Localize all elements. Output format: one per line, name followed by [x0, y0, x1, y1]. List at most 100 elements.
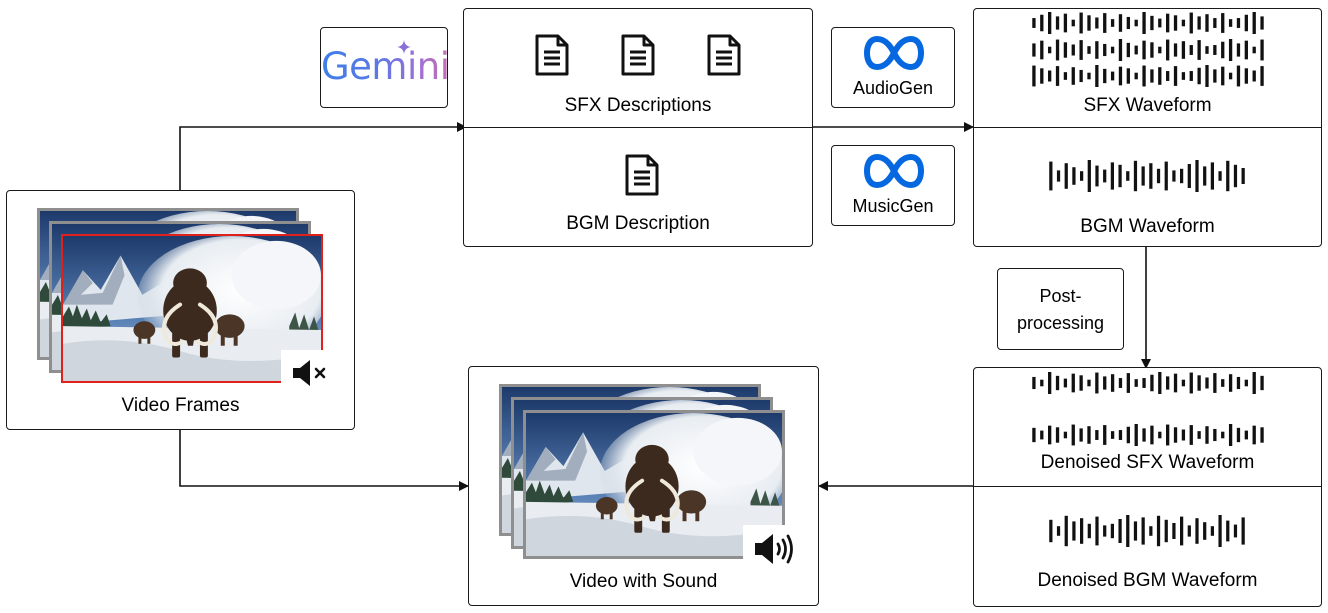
waveform-bar	[1173, 43, 1178, 57]
waveform-bar	[1221, 13, 1225, 33]
waveform-bar	[1205, 426, 1209, 444]
waveform-bar	[1236, 43, 1241, 57]
waveform-bar	[1233, 164, 1238, 188]
waveform-bar	[1103, 13, 1107, 33]
waveform-bar	[1110, 19, 1115, 27]
waveform-bar	[1134, 19, 1138, 27]
waveform-bar	[1205, 46, 1209, 54]
waveform-bar	[1213, 18, 1217, 28]
waveform-bar	[1055, 16, 1060, 30]
waveform-bar	[1071, 67, 1075, 85]
waveform-bar	[1195, 160, 1199, 192]
waveform-bar	[1156, 168, 1161, 184]
waveform-bar	[1118, 39, 1123, 61]
waveform-bar	[1079, 375, 1083, 391]
waveform-bar	[1166, 39, 1170, 61]
waveform-bar	[1072, 521, 1076, 541]
document-icon	[621, 34, 655, 76]
waveform-bar	[1110, 71, 1115, 81]
waveform-bar	[1221, 66, 1225, 86]
descriptions-box: SFX Descriptions BGM Description	[463, 8, 813, 247]
waveform-bar	[1103, 68, 1107, 84]
waveform-bar	[1150, 374, 1154, 392]
meta-logo-icon	[864, 154, 924, 188]
waveform-bar	[1103, 425, 1107, 445]
waveform-bar	[1150, 425, 1154, 445]
waveform-bar	[1049, 161, 1053, 191]
waveform-bar	[1055, 427, 1060, 443]
waveform-bar	[1095, 41, 1099, 59]
waveform-bar	[1221, 431, 1225, 439]
descriptions-divider	[463, 127, 813, 128]
waveform-bar	[1056, 170, 1061, 182]
waveform-bar	[1180, 516, 1184, 546]
waveform-bar	[1032, 18, 1036, 28]
waveform-bar	[1173, 427, 1178, 443]
waveform-bar	[1142, 40, 1146, 60]
waveform-bar	[1181, 429, 1186, 441]
waveform-bar	[1166, 13, 1170, 33]
waveform-bar	[1118, 430, 1123, 440]
waveform-bar	[1126, 426, 1130, 444]
waveform-bar	[1236, 427, 1241, 443]
waveform-bar	[1241, 168, 1245, 184]
waveform-bar	[1063, 431, 1068, 439]
waveform-bar	[1150, 15, 1154, 31]
waveform-bar	[1187, 525, 1191, 537]
waveform-icon	[1032, 39, 1264, 61]
waveform-bar	[1164, 519, 1168, 543]
video-frame-selected	[61, 234, 323, 383]
waveform-bar	[1103, 525, 1107, 537]
waveform-bar	[1150, 42, 1154, 58]
waveform-bar	[1172, 170, 1176, 182]
waveform-bar	[1228, 19, 1233, 27]
waveform-bar	[1055, 39, 1060, 61]
waveform-bar	[1032, 43, 1036, 57]
waveform-bar	[1236, 376, 1241, 390]
waveform-bar	[1213, 69, 1217, 83]
waveform-bar	[1048, 70, 1052, 82]
musicgen-model-box: MusicGen	[831, 145, 955, 226]
waveform-bar	[1244, 430, 1248, 440]
waveform-bar	[1252, 70, 1256, 82]
waveform-bar	[1087, 160, 1091, 192]
waveform-bar	[1252, 46, 1256, 54]
waveform-bar	[1241, 517, 1245, 545]
waveform-bar	[1080, 171, 1084, 181]
gemini-model-box: Gemini	[320, 27, 450, 108]
video-frames-label: Video Frames	[121, 395, 240, 416]
waveforms-box: SFX Waveform BGM Waveform	[973, 8, 1322, 247]
waveform-icon	[1049, 160, 1245, 192]
waveform-bar	[1056, 526, 1061, 536]
waveform-bar	[1221, 41, 1225, 59]
waveform-bar	[1040, 40, 1044, 60]
waveform-bar	[1233, 524, 1238, 538]
waveform-bar	[1158, 46, 1162, 54]
waveform-bar	[1103, 169, 1107, 183]
waveform-bar	[1040, 14, 1044, 32]
waveform-bar	[1173, 66, 1178, 86]
waveform-bar	[1189, 425, 1193, 445]
waveform-bar	[1173, 15, 1178, 31]
sfx-descriptions-label: SFX Descriptions	[564, 95, 712, 116]
waveform-bar	[1055, 375, 1060, 391]
muted-badge	[281, 350, 335, 394]
waveform-bar	[1244, 40, 1248, 60]
waveform-bar	[1079, 428, 1083, 442]
waveform-bar	[1048, 425, 1052, 445]
waveform-bar	[1055, 66, 1060, 86]
waveform-bar	[1126, 515, 1130, 547]
audiogen-model-box: AudioGen	[831, 27, 955, 108]
postprocessing-label-line1: Post-	[1039, 286, 1082, 306]
waveform-bar	[1087, 15, 1091, 31]
waveform-bar	[1118, 378, 1123, 388]
waveform-bar	[1260, 427, 1264, 443]
waveform-bar	[1049, 519, 1053, 543]
waveform-bar	[1180, 168, 1184, 184]
audiogen-label: AudioGen	[852, 78, 934, 98]
waveform-bar	[1213, 428, 1217, 442]
waveform-bar	[1244, 14, 1248, 32]
waveform-bar	[1118, 66, 1123, 86]
document-icon	[707, 34, 741, 76]
